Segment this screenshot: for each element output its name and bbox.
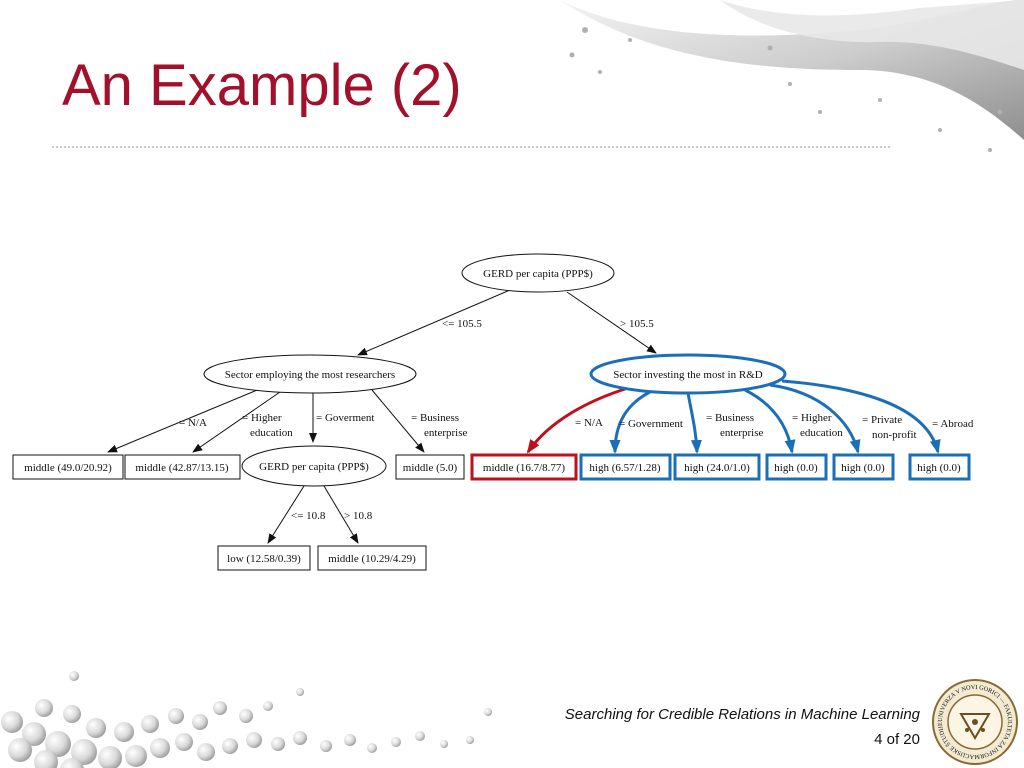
edge-root-left (357, 289, 511, 356)
left-node (203, 354, 417, 394)
leaf-sub-high (317, 545, 427, 571)
university-seal-logo: UNIVERZA V NOVI GORICI — FAKULTETA ZA IN… (932, 679, 1018, 765)
leaf-right-na-label: middle (16.7/8.77) (483, 462, 566, 474)
edge-sub-low (267, 485, 305, 544)
edge-right-na (526, 386, 629, 454)
edge-sub-high (323, 485, 359, 544)
edge-label-left-business-1: = Business (411, 412, 459, 424)
leaf-right-higher-label: high (0.0) (774, 462, 818, 474)
leaf-left-na (12, 454, 124, 480)
edge-label-right-business-1: = Business (706, 412, 754, 424)
left-node-label: Sector employing the most researchers (225, 369, 395, 381)
edge-label-right-business-2: enterprise (720, 427, 763, 439)
leaf-right-gov (579, 453, 672, 481)
edge-label-right-na: = N/A (575, 417, 603, 429)
edge-right-private (769, 383, 861, 454)
edge-label-left-gov: = Goverment (316, 412, 374, 424)
right-node (589, 353, 787, 395)
top-dots (569, 27, 1003, 152)
leaf-sub-low (217, 545, 311, 571)
edge-label-left-higher-1: = Higher (242, 412, 282, 424)
page-number: 4 of 20 (874, 731, 920, 748)
edge-root-right (566, 291, 657, 354)
swirl-shape-inner (720, 0, 1024, 70)
leaf-right-gov-label: high (6.57/1.28) (589, 462, 661, 474)
leaf-sub-low-label: low (12.58/0.39) (227, 553, 301, 565)
edge-label-right-private-1: = Private (862, 414, 902, 426)
edge-right-business (686, 392, 702, 454)
root-node-label: GERD per capita (PPP$) (483, 268, 593, 280)
edge-label-right-abroad: = Abroad (932, 418, 974, 430)
edge-label-sub-low: <= 10.8 (291, 510, 326, 522)
leaf-left-higher (124, 454, 241, 480)
leaf-right-higher (765, 453, 828, 481)
leaf-left-business (395, 454, 465, 480)
edge-label-right-private-2: non-profit (872, 429, 917, 441)
edge-label-sub-high: > 10.8 (344, 510, 373, 522)
leaf-left-na-label: middle (49.0/20.92) (24, 462, 112, 474)
leaf-sub-high-label: middle (10.29/4.29) (328, 553, 416, 565)
leaf-right-abroad-label: high (0.0) (917, 462, 961, 474)
root-node (461, 253, 615, 293)
edge-left-business (371, 389, 425, 453)
right-node-label: Sector investing the most in R&D (613, 369, 762, 381)
leaf-right-private-label: high (0.0) (841, 462, 885, 474)
edge-label-root-left: <= 105.5 (442, 318, 482, 330)
leaf-right-private (832, 453, 895, 481)
sub-node-label: GERD per capita (PPP$) (259, 461, 369, 473)
title-divider (52, 146, 890, 148)
slide-title: An Example (2) (62, 53, 462, 118)
footer-title: Searching for Credible Relations in Mach… (564, 706, 920, 723)
edge-label-right-higher-2: education (800, 427, 843, 439)
leaf-right-business (673, 453, 761, 481)
edge-right-gov (609, 390, 651, 454)
edge-label-left-na: = N/A (179, 417, 207, 429)
edge-left-higher (192, 391, 281, 453)
edge-label-left-higher-2: education (250, 427, 293, 439)
edge-left-na (107, 387, 263, 453)
leaf-left-business-label: middle (5.0) (403, 462, 458, 474)
edge-right-higher (744, 388, 796, 454)
leaf-right-business-label: high (24.0/1.0) (684, 462, 750, 474)
edge-label-right-gov: = Government (619, 418, 683, 430)
edge-label-right-higher-1: = Higher (792, 412, 832, 424)
edge-label-root-right: > 105.5 (620, 318, 654, 330)
sub-node (241, 445, 387, 487)
leaf-left-higher-label: middle (42.87/13.15) (135, 462, 229, 474)
leaf-right-abroad (908, 453, 971, 481)
leaf-right-na (470, 453, 578, 481)
bottom-pearls (1, 671, 492, 768)
edge-label-left-business-2: enterprise (424, 427, 467, 439)
edge-right-abroad (781, 379, 941, 454)
